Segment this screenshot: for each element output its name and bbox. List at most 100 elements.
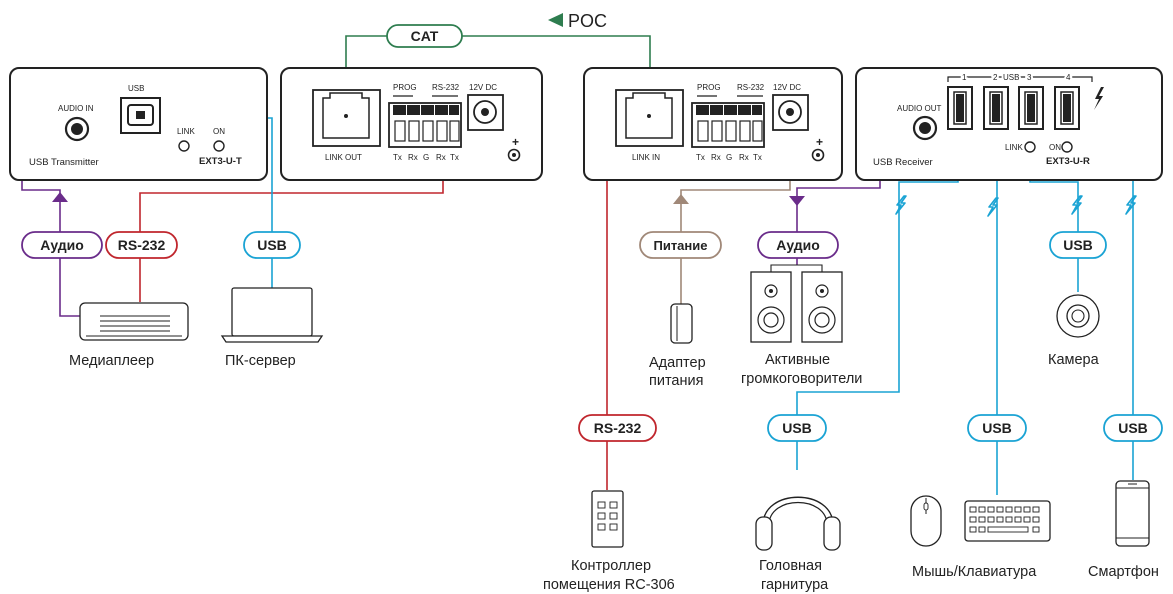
wireless-bolt-icon (895, 195, 907, 215)
wireless-bolt-icon (1125, 195, 1137, 215)
power-pill: Питание (639, 231, 722, 259)
camera-label: Камера (1048, 352, 1100, 368)
audio-pill-left: Аудио (21, 231, 103, 259)
speakers-label-2: громкоговорители (741, 371, 862, 387)
svg-text:USB: USB (982, 420, 1012, 436)
pin-tx-1: Tx (696, 153, 705, 162)
usb-a-port-icon (983, 86, 1009, 130)
power-arrow-icon (673, 194, 689, 204)
transmitter-name: USB Transmitter (29, 157, 99, 168)
audio-out-label: AUDIO OUT (897, 104, 942, 113)
usb-port-label: USB (128, 84, 144, 93)
link-label: LINK (177, 127, 195, 136)
pin-tx-1: Tx (393, 153, 402, 162)
usb-port-2-label: 2 (993, 73, 998, 82)
pin-rx-1: Rx (711, 153, 721, 162)
svg-text:USB: USB (1063, 237, 1093, 253)
charging-bolt-icon (1094, 87, 1104, 110)
svg-text:USB: USB (782, 420, 812, 436)
power-label: 12V DC (773, 83, 801, 92)
power-adapter-label-1: Адаптер (649, 355, 706, 371)
usb-receiver: AUDIO OUT USB 1 2 3 4 LINK (855, 67, 1163, 181)
laptop-icon (220, 287, 324, 343)
cat-pill: CAT (386, 24, 463, 48)
transmitter-model: EXT3-U-T (199, 156, 242, 167)
pin-g: G (423, 153, 429, 162)
svg-text:+: + (512, 135, 519, 149)
cat-cable (345, 35, 651, 90)
rs232-pill-left: RS-232 (105, 231, 178, 259)
camera-icon (1056, 294, 1100, 338)
pin-tx-2: Tx (450, 153, 459, 162)
room-controller-label-1: Контроллер (571, 558, 651, 574)
svg-text:USB: USB (1118, 420, 1148, 436)
link-led-icon (1024, 141, 1036, 153)
terminal-block-icon (691, 102, 765, 148)
usb-a-port-icon (1054, 86, 1080, 130)
link-in-label: LINK IN (632, 153, 660, 162)
headset-icon (755, 496, 841, 551)
keyboard-icon (964, 500, 1051, 542)
power-label: 12V DC (469, 83, 497, 92)
smartphone-label: Смартфон (1088, 564, 1159, 580)
usb-port-4-label: 4 (1066, 73, 1071, 82)
pin-g: G (726, 153, 732, 162)
usb-pill-headset: USB (767, 414, 827, 442)
speakers-label-1: Активные (765, 352, 830, 368)
usb-a-port-icon (1018, 86, 1044, 130)
prog-label: PROG (393, 83, 417, 92)
wireless-bolt-icon (1071, 195, 1083, 215)
rs232-label: RS-232 (737, 83, 765, 92)
usb-a-port-icon (947, 86, 973, 130)
prog-label: PROG (697, 83, 721, 92)
svg-text:CAT: CAT (411, 28, 439, 44)
mouse-keyboard-label: Мышь/Клавиатура (912, 564, 1037, 580)
terminal-block-icon (388, 102, 462, 148)
pin-tx-2: Tx (753, 153, 762, 162)
rs232-label: RS-232 (432, 83, 460, 92)
link-led-icon (178, 140, 190, 152)
media-player-label: Медиаплеер (69, 353, 154, 369)
link-out-label: LINK OUT (325, 153, 362, 162)
usb-group-label: USB (1003, 73, 1019, 82)
svg-text:RS-232: RS-232 (594, 420, 642, 436)
pin-rx-1: Rx (408, 153, 418, 162)
usb-pill-left: USB (243, 231, 301, 259)
usb-transmitter: AUDIO IN USB LINK ON USB Transmitter EXT… (9, 67, 268, 181)
poc-label: POC (568, 11, 607, 31)
link-label: LINK (1005, 143, 1023, 152)
on-label: ON (1049, 143, 1061, 152)
mouse-icon (910, 495, 942, 547)
receiver-back-panel: LINK IN PROG RS-232 Tx Rx G Rx Tx 12V DC… (583, 67, 843, 181)
headset-label-2: гарнитура (761, 577, 829, 593)
speakers-icon (750, 264, 843, 343)
room-controller-icon (591, 490, 624, 548)
on-led-icon (1061, 141, 1073, 153)
usb-pill-phone: USB (1103, 414, 1163, 442)
audio-arrow-right-icon (789, 196, 805, 206)
svg-text:Питание: Питание (653, 238, 707, 253)
usb-port-3-label: 3 (1027, 73, 1032, 82)
rs232-pill-bottom: RS-232 (578, 414, 657, 442)
svg-text:RS-232: RS-232 (118, 237, 166, 253)
media-player-icon (79, 302, 189, 341)
audio-in-label: AUDIO IN (58, 104, 94, 113)
smartphone-icon (1115, 480, 1150, 547)
headset-label-1: Головная (759, 558, 822, 574)
usb-port-1-label: 1 (962, 73, 967, 82)
transmitter-back-panel: LINK OUT PROG RS-232 Tx Rx G Rx Tx 12V D… (280, 67, 543, 181)
on-led-icon (213, 140, 225, 152)
audio-arrow-left-icon (52, 192, 68, 202)
power-adapter-label-2: питания (649, 373, 703, 389)
room-controller-label-2: помещения RC-306 (543, 577, 675, 593)
audio-pill-right: Аудио (757, 231, 839, 259)
on-label: ON (213, 127, 225, 136)
svg-text:USB: USB (257, 237, 287, 253)
usb-pill-keyboard: USB (967, 414, 1027, 442)
svg-text:+: + (816, 135, 823, 149)
power-adapter-icon (670, 303, 693, 344)
svg-text:Аудио: Аудио (40, 237, 84, 253)
pc-server-label: ПК-сервер (225, 353, 296, 369)
svg-text:Аудио: Аудио (776, 237, 820, 253)
